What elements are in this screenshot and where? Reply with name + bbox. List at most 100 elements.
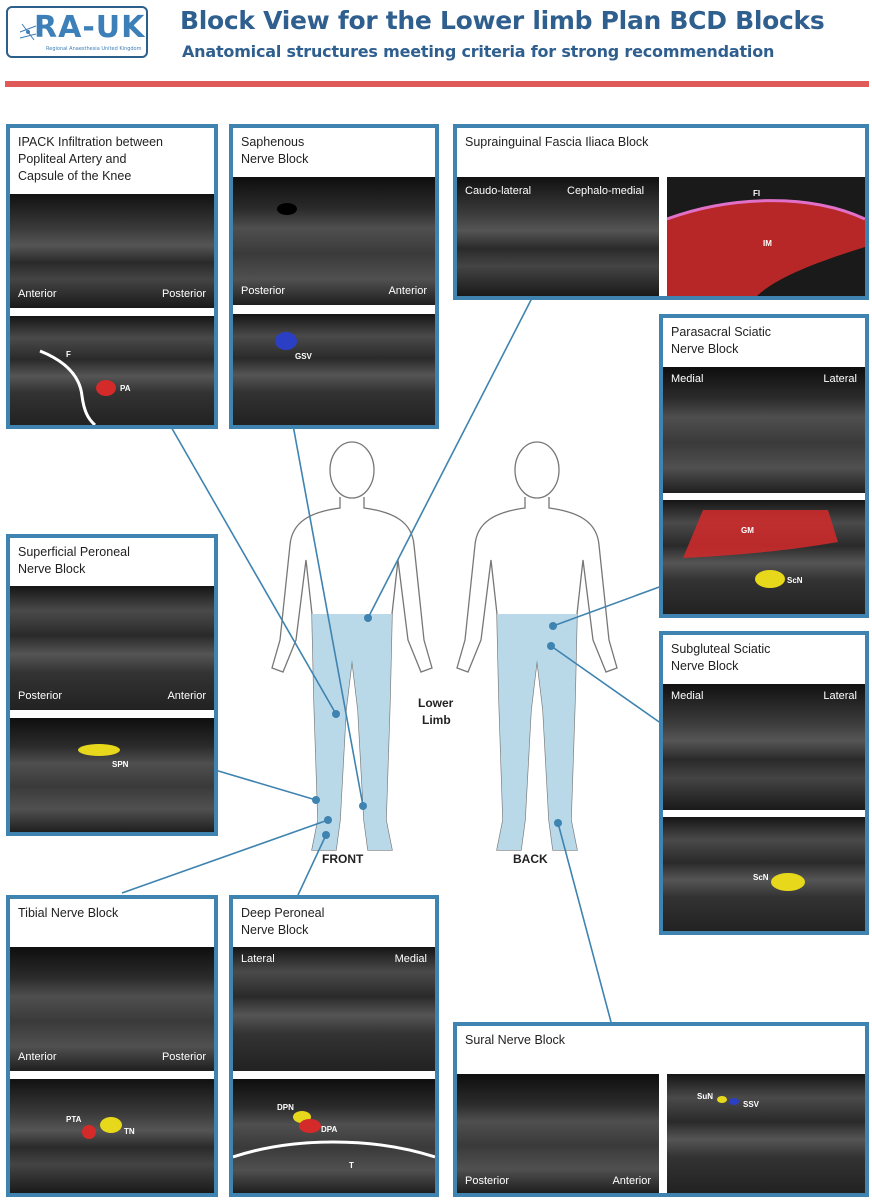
parasacral-left-label: Medial bbox=[671, 373, 704, 385]
sciatic-nerve bbox=[755, 570, 785, 588]
deep-left-label: Lateral bbox=[241, 953, 275, 965]
panel-subgluteal: Subgluteal Sciatic Nerve Block Medial La… bbox=[659, 631, 869, 935]
deep-tag-t: T bbox=[349, 1161, 354, 1170]
panel-parasacral: Parasacral Sciatic Nerve Block Medial La… bbox=[659, 314, 869, 618]
saphenous-ultrasound-bottom: GSV bbox=[233, 314, 435, 425]
sural-tag-sun: SuN bbox=[697, 1092, 713, 1101]
ipack-title-2: Popliteal Artery and bbox=[18, 152, 127, 166]
dorsalis-pedis-artery bbox=[299, 1119, 321, 1133]
fascia-tag-im: IM bbox=[763, 239, 772, 248]
front-limb-highlight bbox=[312, 614, 392, 850]
deep-tag-dpa: DPA bbox=[321, 1125, 338, 1134]
parasacral-ultrasound-top: Medial Lateral bbox=[663, 367, 865, 493]
page-title: Block View for the Lower limb Plan BCD B… bbox=[180, 6, 825, 35]
fascia-tag-fi: FI bbox=[753, 189, 761, 198]
superficial-ultrasound-top: Posterior Anterior bbox=[10, 586, 214, 710]
superficial-left-label: Posterior bbox=[18, 690, 63, 702]
subgluteal-ultrasound-top: Medial Lateral bbox=[663, 684, 865, 810]
deep-title-2: Nerve Block bbox=[241, 923, 309, 937]
tibial-title: Tibial Nerve Block bbox=[18, 906, 119, 920]
ra-uk-logo: RA-UK Regional Anaesthesia United Kingdo… bbox=[6, 6, 148, 58]
fascia-ultrasound-left: Caudo-lateral Cephalo-medial bbox=[457, 177, 659, 296]
deep-title-1: Deep Peroneal bbox=[241, 906, 325, 920]
sural-nerve bbox=[717, 1096, 727, 1103]
tibia-outline bbox=[233, 1140, 435, 1159]
tibial-ultrasound-top: Anterior Posterior bbox=[10, 947, 214, 1071]
saphenous-left-label: Posterior bbox=[241, 285, 286, 297]
saphenous-title-1: Saphenous bbox=[241, 135, 305, 149]
sural-ultrasound-right: SuN SSV bbox=[667, 1074, 865, 1193]
vein-lumen bbox=[277, 203, 297, 215]
subgluteal-tag-scn: ScN bbox=[753, 873, 769, 882]
parasacral-tag-gm: GM bbox=[741, 526, 754, 535]
ipack-ultrasound-bottom: F PA bbox=[10, 316, 214, 425]
subgluteal-title-2: Nerve Block bbox=[671, 659, 739, 673]
network-icon bbox=[19, 23, 37, 41]
subgluteal-ultrasound-bottom: ScN bbox=[663, 817, 865, 931]
back-limb-highlight bbox=[497, 614, 577, 850]
tibial-right-label: Posterior bbox=[161, 1051, 206, 1063]
back-label: BACK bbox=[513, 852, 548, 866]
limb-label: Limb bbox=[422, 713, 451, 727]
tibial-nerve bbox=[100, 1117, 122, 1133]
popliteal-artery bbox=[96, 380, 116, 396]
header-divider bbox=[5, 81, 869, 87]
saphenous-right-label: Anterior bbox=[388, 285, 427, 297]
sural-left-label: Posterior bbox=[465, 1175, 510, 1187]
ipack-tag-pa: PA bbox=[120, 384, 131, 393]
superficial-title-1: Superficial Peroneal bbox=[18, 545, 130, 559]
superficial-tag-spn: SPN bbox=[112, 760, 129, 769]
femur-outline bbox=[39, 349, 97, 425]
tibial-left-label: Anterior bbox=[18, 1051, 57, 1063]
great-saphenous-vein bbox=[275, 332, 297, 350]
tibial-ultrasound-bottom: PTA TN bbox=[10, 1079, 214, 1193]
ipack-right-label: Posterior bbox=[161, 288, 206, 300]
panel-tibial: Tibial Nerve Block Anterior Posterior PT… bbox=[6, 895, 218, 1197]
page-subtitle: Anatomical structures meeting criteria f… bbox=[182, 42, 775, 61]
parasacral-title-1: Parasacral Sciatic bbox=[671, 325, 772, 339]
sural-right-label: Anterior bbox=[612, 1175, 651, 1187]
gluteus-overlay bbox=[683, 510, 838, 558]
sural-ultrasound-left: Posterior Anterior bbox=[457, 1074, 659, 1193]
sural-title: Sural Nerve Block bbox=[465, 1033, 566, 1047]
ipack-tag-f: F bbox=[66, 350, 71, 359]
panel-ipack: IPACK Infiltration between Popliteal Art… bbox=[6, 124, 218, 429]
panel-sural: Sural Nerve Block Posterior Anterior SuN… bbox=[453, 1022, 869, 1197]
ipack-ultrasound-top: Anterior Posterior bbox=[10, 194, 214, 308]
fascia-left-label: Caudo-lateral bbox=[465, 185, 532, 197]
superficial-ultrasound-bottom: SPN bbox=[10, 718, 214, 832]
ipack-title-1: IPACK Infiltration between bbox=[18, 135, 163, 149]
superficial-right-label: Anterior bbox=[167, 690, 206, 702]
parasacral-ultrasound-bottom: GM ScN bbox=[663, 500, 865, 614]
connector-lines bbox=[121, 297, 663, 1023]
superficial-peroneal-nerve bbox=[78, 744, 120, 756]
panel-saphenous: Saphenous Nerve Block Posterior Anterior… bbox=[229, 124, 439, 429]
small-saphenous-vein bbox=[729, 1098, 739, 1105]
posterior-tibial-artery bbox=[82, 1125, 96, 1139]
sciatic-nerve bbox=[771, 873, 805, 891]
lower-label: Lower bbox=[418, 696, 454, 710]
front-label: FRONT bbox=[322, 852, 364, 866]
panel-superficial-peroneal: Superficial Peroneal Nerve Block Posteri… bbox=[6, 534, 218, 836]
parasacral-title-2: Nerve Block bbox=[671, 342, 739, 356]
fascia-ultrasound-right: FI IM bbox=[667, 177, 865, 296]
saphenous-tag-gsv: GSV bbox=[295, 352, 312, 361]
parasacral-right-label: Lateral bbox=[823, 373, 857, 385]
subgluteal-right-label: Lateral bbox=[823, 690, 857, 702]
panel-deep-peroneal: Deep Peroneal Nerve Block Lateral Medial… bbox=[229, 895, 439, 1197]
deep-ultrasound-top: Lateral Medial bbox=[233, 947, 435, 1071]
saphenous-title-2: Nerve Block bbox=[241, 152, 309, 166]
logo-text: RA-UK bbox=[34, 10, 146, 45]
panel-fascia-iliaca: Suprainguinal Fascia Iliaca Block Caudo-… bbox=[453, 124, 869, 300]
subgluteal-left-label: Medial bbox=[671, 690, 704, 702]
iliacus-overlay bbox=[667, 199, 865, 296]
deep-right-label: Medial bbox=[394, 953, 427, 965]
tibial-tag-pta: PTA bbox=[66, 1115, 82, 1124]
tibial-tag-tn: TN bbox=[124, 1127, 135, 1136]
saphenous-ultrasound-top: Posterior Anterior bbox=[233, 177, 435, 305]
parasacral-tag-scn: ScN bbox=[787, 576, 803, 585]
ipack-left-label: Anterior bbox=[18, 288, 57, 300]
subgluteal-title-1: Subgluteal Sciatic bbox=[671, 642, 771, 656]
superficial-title-2: Nerve Block bbox=[18, 562, 86, 576]
